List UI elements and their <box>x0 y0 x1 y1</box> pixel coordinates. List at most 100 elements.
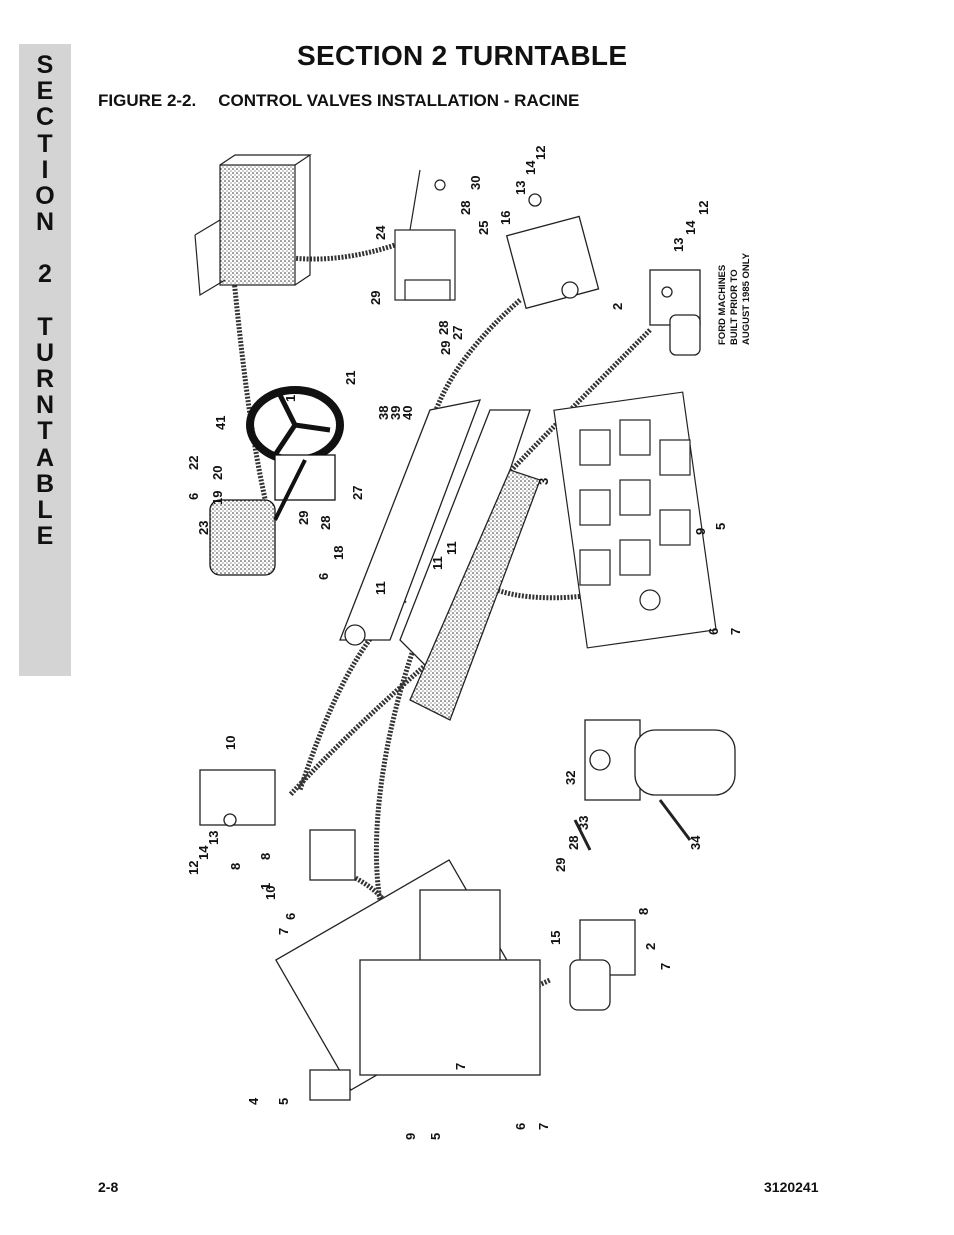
part-callout: 8 <box>258 853 273 860</box>
part-callout: 24 <box>373 225 388 240</box>
tab-letter: B <box>35 469 55 498</box>
part-callout: 5 <box>713 523 728 530</box>
exploded-parts-diagram: 1 2 2 3 4 5 5 5 6 6 6 6 6 7 7 7 7 7 8 8 … <box>186 146 752 1140</box>
part-callout: 22 <box>186 456 201 470</box>
side-tab-letters: S E C T I O N 2 T U R N T A B L E <box>19 51 71 551</box>
filter-assembly-32 <box>573 719 736 851</box>
part-callout: 29 <box>438 341 453 355</box>
part-callout: 34 <box>688 835 703 850</box>
tab-letter: L <box>37 496 53 525</box>
tab-letter: S <box>36 51 54 79</box>
part-callout: 6 <box>316 573 331 580</box>
part-callout: 16 <box>498 211 513 225</box>
part-callout: 2 <box>643 943 658 950</box>
tab-letter: C <box>35 103 55 132</box>
part-callout: 39 <box>388 406 403 420</box>
part-callout: 6 <box>706 628 721 635</box>
part-callout: 10 <box>223 736 238 750</box>
part-callout: 7 <box>453 1063 468 1070</box>
part-callout: 15 <box>548 931 563 945</box>
part-callout: 27 <box>350 486 365 500</box>
part-callout: 4 <box>246 1097 261 1105</box>
part-callout: 2 <box>610 303 625 310</box>
part-callout: 17 <box>283 388 298 402</box>
note-line: FORD MACHINES <box>717 265 728 345</box>
part-callout: 6 <box>513 1123 528 1130</box>
figure-title: FIGURE 2-2. CONTROL VALVES INSTALLATION -… <box>98 91 579 111</box>
tab-letter: I <box>41 155 49 184</box>
part-callout: 14 <box>523 160 538 175</box>
part-callout: 18 <box>331 546 346 560</box>
tab-letter: E <box>36 522 54 551</box>
part-callout: 5 <box>276 1098 291 1105</box>
part-callout: 6 <box>186 493 201 500</box>
part-callout: 7 <box>536 1123 551 1130</box>
part-callout: 9 <box>403 1133 418 1140</box>
part-callout: 19 <box>210 491 225 505</box>
tab-letter: T <box>37 129 53 158</box>
tab-letter: 2 <box>38 260 52 289</box>
callout-labels: 1 2 2 3 4 5 5 5 6 6 6 6 6 7 7 7 7 7 8 8 … <box>186 146 743 1140</box>
part-callout: 29 <box>553 858 568 872</box>
tab-letter: E <box>36 77 54 106</box>
tab-letter: N <box>35 391 55 420</box>
part-callout: 10 <box>263 886 278 900</box>
figure-caption: CONTROL VALVES INSTALLATION - RACINE <box>218 91 580 110</box>
part-callout: 21 <box>343 371 358 385</box>
tab-letter: U <box>35 338 55 367</box>
solenoid-valve-2-top <box>649 269 701 356</box>
part-callout: 29 <box>296 511 311 525</box>
tab-spacer <box>19 288 71 314</box>
tab-letter: O <box>35 182 55 211</box>
part-callout: 28 <box>436 321 451 335</box>
manifold-valve-3 <box>553 391 717 649</box>
part-callout: 14 <box>196 845 211 860</box>
part-callout: 14 <box>683 220 698 235</box>
ford-machines-note: FORD MACHINES BUILT PRIOR TO AUGUST 1985… <box>717 252 752 345</box>
part-callout: 38 <box>376 406 391 420</box>
steering-wheel-assembly <box>209 386 344 576</box>
tab-spacer <box>19 235 71 261</box>
control-bracket-assembly <box>394 169 456 301</box>
part-callout: 1 <box>258 883 273 890</box>
part-callout: 7 <box>658 963 673 970</box>
part-callout: 9 <box>693 528 708 535</box>
platform-basket <box>194 154 312 297</box>
note-line: AUGUST 1985 ONLY <box>741 252 752 345</box>
tab-letter: T <box>37 312 53 341</box>
part-callout: 12 <box>696 201 711 215</box>
page-number: 2-8 <box>98 1179 119 1195</box>
part-callout: 12 <box>533 146 548 160</box>
part-callout: 8 <box>636 908 651 915</box>
part-callout: 23 <box>196 521 211 535</box>
figure-label: FIGURE 2-2. <box>98 91 197 110</box>
part-callout: 11 <box>430 556 445 570</box>
section-side-tab: S E C T I O N 2 T U R N T A B L E <box>19 44 71 676</box>
part-callout: 8 <box>228 863 243 870</box>
part-callout: 20 <box>210 466 225 480</box>
part-callout: 27 <box>450 326 465 340</box>
part-callout: 28 <box>566 836 581 850</box>
part-callout: 30 <box>468 176 483 190</box>
note-line: BUILT PRIOR TO <box>729 269 740 345</box>
main-control-valve-1 <box>275 829 636 1101</box>
part-callout: 13 <box>513 181 528 195</box>
part-callout: 29 <box>368 291 383 305</box>
part-callout: 13 <box>206 831 221 845</box>
document-number: 3120241 <box>764 1179 819 1195</box>
part-callout: 13 <box>671 238 686 252</box>
part-callout: 41 <box>213 416 228 430</box>
part-callout: 11 <box>444 541 459 555</box>
tab-letter: N <box>35 208 55 237</box>
part-callout: 7 <box>276 928 291 935</box>
part-callout: 25 <box>476 221 491 235</box>
tab-letter: R <box>35 365 55 394</box>
part-callout: 11 <box>373 581 388 595</box>
part-callout: 33 <box>576 816 591 830</box>
part-callout: 3 <box>536 478 551 485</box>
part-callout: 12 <box>186 861 201 875</box>
tab-letter: A <box>35 443 55 472</box>
part-callout: 32 <box>563 771 578 785</box>
tab-letter: T <box>37 417 53 446</box>
solenoid-valve-10 <box>199 769 276 827</box>
